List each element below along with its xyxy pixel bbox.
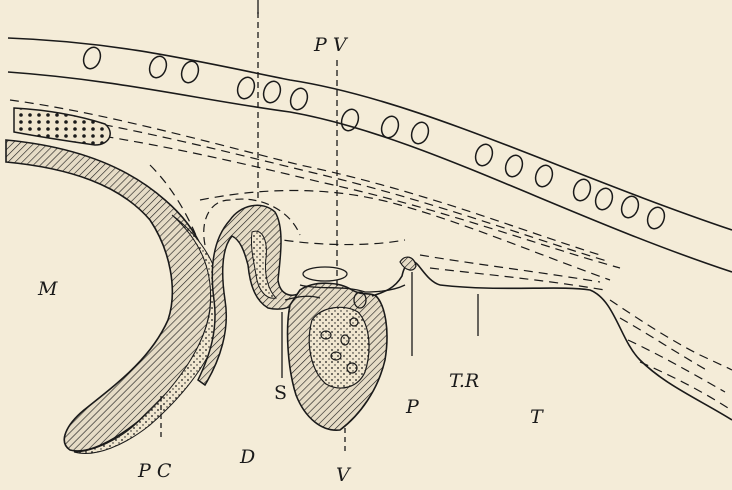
label-pc: P C — [138, 462, 171, 481]
dotted-band — [14, 108, 110, 145]
label-s: S — [274, 384, 287, 403]
label-v: V — [336, 466, 350, 485]
skin-band — [8, 38, 732, 272]
label-d: D — [240, 448, 255, 467]
floor-outline — [440, 285, 732, 420]
label-m: M — [38, 280, 57, 299]
p-knob — [400, 257, 416, 270]
label-t: T — [530, 408, 543, 427]
label-tr: T.R — [449, 372, 479, 391]
pouch-lumen — [309, 307, 369, 388]
label-p: P — [406, 398, 419, 417]
hatched-wall — [6, 140, 211, 451]
label-pv: P V — [314, 36, 347, 55]
